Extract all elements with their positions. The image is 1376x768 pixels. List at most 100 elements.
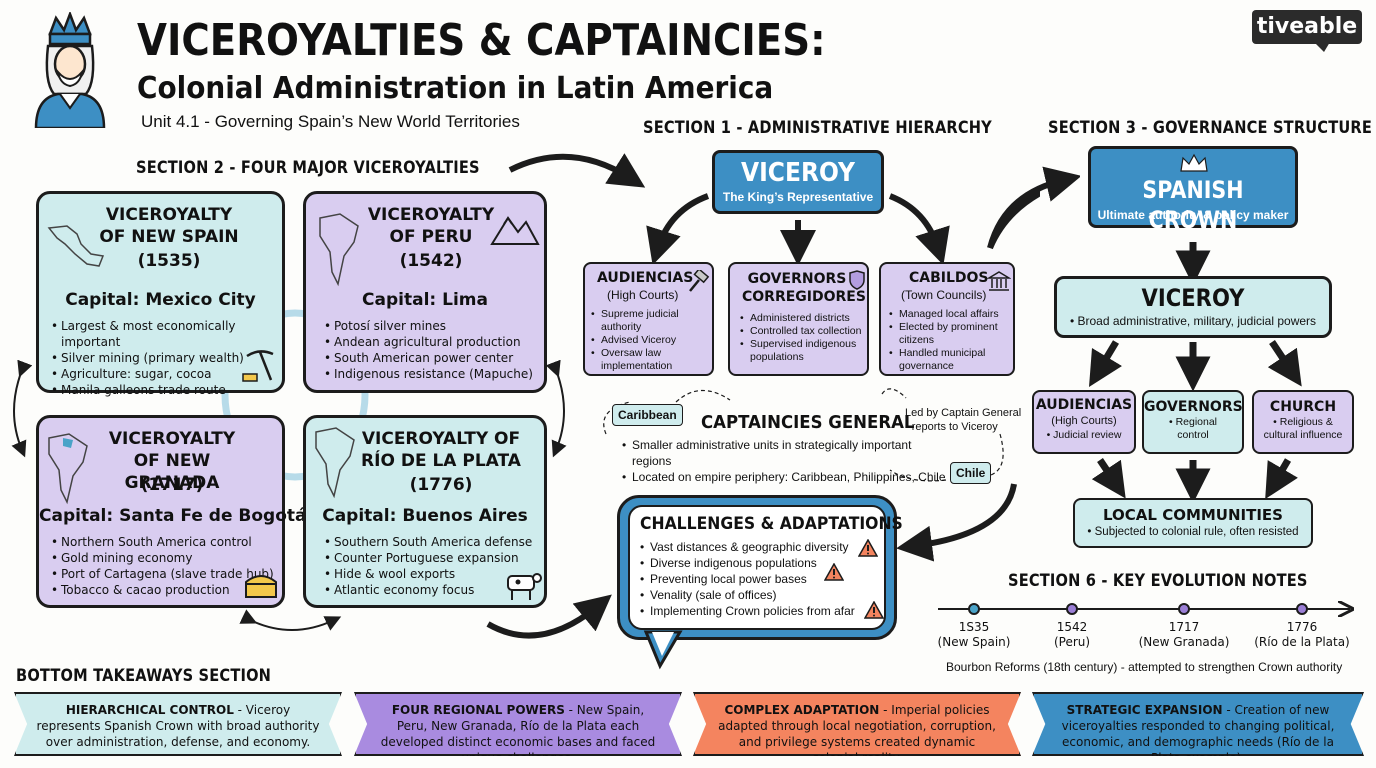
takeaway-banner: STRATEGIC EXPANSION - Creation of new vi…: [1032, 692, 1364, 756]
takeaway-banner: HIERARCHICAL CONTROL - Viceroy represent…: [14, 692, 342, 756]
section3-governors-title: GOVERNORS: [1144, 399, 1243, 415]
list-item: Counter Portuguese expansion: [324, 550, 544, 566]
viceroyalty-year: (1717): [140, 475, 204, 495]
warning-icon: [858, 539, 878, 557]
section6-heading: SECTION 6 - KEY EVOLUTION NOTES: [1008, 571, 1308, 591]
list-item: Controlled tax collection: [740, 325, 868, 338]
takeaway-title: HIERARCHICAL CONTROL: [65, 703, 234, 717]
map-icon: [315, 427, 355, 499]
list-item: Located on empire periphery: Caribbean, …: [622, 469, 952, 485]
list-item: Indigenous resistance (Mapuche): [324, 366, 544, 382]
map-icon: [319, 213, 359, 287]
timeline-dot: [1178, 603, 1190, 615]
crown-title: SPANISH CROWN: [1142, 176, 1244, 234]
section3-viceroy-box: VICEROY • Broad administrative, military…: [1054, 276, 1332, 338]
timeline-dot: [1066, 603, 1078, 615]
timeline-region: (New Spain): [937, 635, 1011, 649]
cabildos-box: CABILDOS (Town Councils) Managed local a…: [879, 262, 1015, 376]
takeaway-text: - Creation of new viceroyalties responde…: [1061, 703, 1335, 765]
arrow-into-challenges: [486, 594, 612, 639]
cabildos-subtitle: (Town Councils): [901, 288, 987, 302]
list-item: Agriculture: sugar, cocoa: [51, 366, 286, 382]
viceroy-title: VICEROY: [740, 158, 855, 188]
viceroyalty-year: (1535): [137, 251, 201, 271]
viceroyalty-year: (1542): [399, 251, 463, 271]
list-item: Supreme judicial authority: [591, 308, 713, 334]
viceroyalty-capital: Capital: Mexico City: [65, 290, 256, 310]
local-communities-point: • Subjected to colonial rule, often resi…: [1087, 526, 1299, 538]
list-item: Subjected to colonial rule, often resist…: [1094, 526, 1299, 538]
list-item: Largest & most economically important: [51, 318, 286, 350]
viceroyalty-points: Largest & most economically important Si…: [51, 318, 286, 398]
list-item: Port of Cartagena (slave trade hub): [51, 566, 286, 582]
viceroyalty-card-rio-de-la-plata: VICEROYALTY OF RÍO DE LA PLATA (1776) Ca…: [303, 415, 547, 608]
list-item: Administered districts: [740, 312, 868, 325]
unit-label: Unit 4.1 - Governing Spain’s New World T…: [141, 112, 520, 131]
shield-icon: [849, 270, 865, 290]
logo-text: tiveable: [1256, 14, 1358, 39]
viceroy-subtitle: The King’s Representative: [722, 190, 874, 204]
section3-governors-point: • Regional control: [1168, 416, 1218, 441]
section3-church-point: • Religious & cultural influence: [1263, 416, 1343, 441]
viceroyalty-card-new-granada: VICEROYALTY OF NEW GRANADA (1717) Capita…: [36, 415, 307, 608]
takeaway-text: - Imperial policies adapted through loca…: [718, 703, 996, 765]
cabildos-points: Managed local affairs Elected by promine…: [889, 308, 1015, 373]
list-item: Oversaw law implementation: [591, 347, 713, 373]
captaincies-note: Led by Captain General - reports to Vice…: [905, 407, 1022, 433]
page-subtitle: Colonial Administration in Latin America: [137, 71, 774, 106]
audiencias-subtitle: (High Courts): [607, 288, 679, 302]
viceroyalty-title: VICEROYALTY OF RÍO DE LA PLATA: [361, 429, 521, 471]
tag-caribbean: Caribbean: [612, 404, 683, 426]
warning-icon: [824, 563, 844, 581]
timeline-label: 1542(Peru): [1054, 620, 1090, 650]
timeline-dot: [1296, 603, 1308, 615]
gavel-icon: [689, 270, 710, 292]
timeline-year: 1776: [1286, 620, 1318, 634]
section3-heading: SECTION 3 - GOVERNANCE STRUCTURE: [1048, 118, 1372, 138]
section3-church-title: CHURCH: [1269, 399, 1337, 415]
list-item: Preventing local power bases: [640, 571, 886, 587]
list-item: Smaller administrative units in strategi…: [622, 437, 952, 469]
arrow-to-crown: [987, 166, 1080, 249]
timeline-label: 1776(Río de la Plata): [1254, 620, 1350, 650]
timeline-axis: [938, 601, 1356, 617]
section3-viceroy-title: VICEROY: [1141, 284, 1245, 312]
cow-icon: [507, 573, 542, 600]
cabildos-title: CABILDOS: [909, 270, 989, 286]
takeaway-title: COMPLEX ADAPTATION: [724, 703, 880, 717]
mountain-icon: [490, 216, 540, 245]
crown-subtitle: Ultimate authority & policy maker: [1097, 208, 1289, 222]
viceroyalty-title: VICEROYALTY OF NEW GRANADA: [108, 429, 236, 493]
section3-church-box: CHURCH • Religious & cultural influence: [1252, 390, 1354, 454]
section3-governors-box: GOVERNORS • Regional control: [1142, 390, 1244, 454]
viceroyalty-points: Southern South America defense Counter P…: [324, 534, 544, 598]
viceroyalty-card-peru: VICEROYALTY OF PERU (1542) Capital: Lima…: [303, 191, 547, 393]
timeline-label: 1S35(New Spain): [938, 620, 1011, 650]
governance-arrows: [1088, 242, 1302, 498]
challenges-points: Vast distances & geographic diversity Di…: [640, 539, 886, 619]
list-item: Hide & wool exports: [324, 566, 544, 582]
list-item: Gold mining economy: [51, 550, 286, 566]
hierarchy-arrows: [508, 153, 1040, 266]
list-item: Potosí silver mines: [324, 318, 544, 334]
section3-viceroy-subtitle: • Broad administrative, military, judici…: [1069, 314, 1317, 328]
list-item: Southern South America defense: [324, 534, 544, 550]
timeline-region: (Río de la Plata): [1254, 635, 1350, 649]
timeline-year: 1542: [1056, 620, 1088, 634]
viceroy-powers: Broad administrative, military, judicial…: [1077, 314, 1317, 328]
takeaway-text: - New Spain, Peru, New Granada, Río de l…: [380, 703, 656, 765]
viceroyalty-capital: Capital: Lima: [362, 290, 488, 310]
viceroyalty-title: VICEROYALTY OF PERU: [367, 205, 495, 247]
audiencias-title: AUDIENCIAS: [597, 270, 694, 286]
page-title: VICEROYALTIES & CAPTAINCIES:: [137, 15, 826, 66]
timeline-region: (Peru): [1053, 635, 1091, 649]
king-avatar-icon: [30, 10, 110, 130]
list-item: Vast distances & geographic diversity: [640, 539, 886, 555]
list-item: Silver mining (primary wealth): [51, 350, 286, 366]
cycle-arrows: [11, 359, 567, 631]
list-item: Venality (sale of offices): [640, 587, 886, 603]
map-icon: [48, 433, 88, 505]
building-icon: [987, 271, 1011, 291]
list-item: Managed local affairs: [889, 308, 1015, 321]
takeaway-title: STRATEGIC EXPANSION: [1066, 703, 1223, 717]
